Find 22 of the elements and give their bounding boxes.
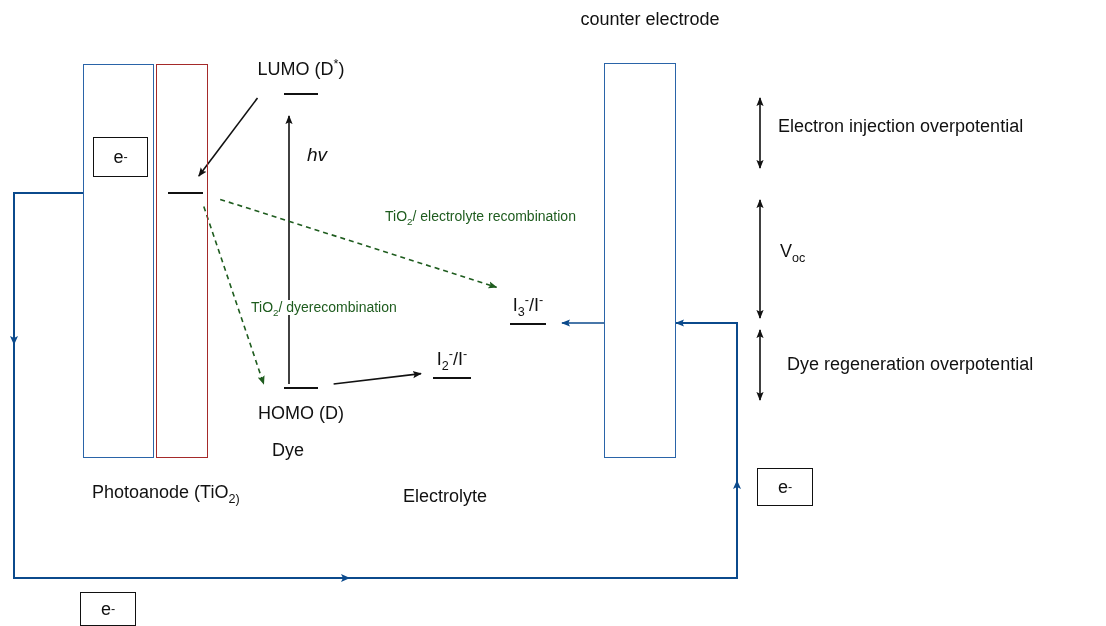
level-label: LUMO (D$^{*}$) <box>256 60 346 80</box>
label-text: Electrolyte <box>403 487 488 507</box>
label-text: Electron injection overpotential <box>778 117 1024 137</box>
edge-label: TiO$_{2}$/ dyerecombination <box>249 300 399 316</box>
electrode-panel <box>83 64 154 458</box>
arrow <box>285 115 293 385</box>
arrow <box>198 97 259 177</box>
electrode-title: counter electrode <box>579 10 721 30</box>
label-text: Dye regeneration overpotential <box>787 355 1034 375</box>
dye-layer-panel <box>156 64 208 458</box>
level-label: I$_{2}$$^{-}$/I$^{-}$ <box>435 350 469 370</box>
arrow <box>203 205 265 385</box>
edge-label: TiO$_{2}$/ electrolyte recombination <box>383 209 578 225</box>
label-text: V$_{oc}$ <box>780 242 806 262</box>
level-label: I$_{3}$$^{-}$/I$^{-}$ <box>511 296 545 316</box>
arrow <box>10 192 741 582</box>
arrow <box>561 319 605 327</box>
energy-level-line <box>168 192 203 194</box>
arrow <box>219 198 498 289</box>
arrow <box>332 371 422 385</box>
label-text: Dye <box>272 441 304 461</box>
level-label: HOMO (D) <box>257 404 345 424</box>
